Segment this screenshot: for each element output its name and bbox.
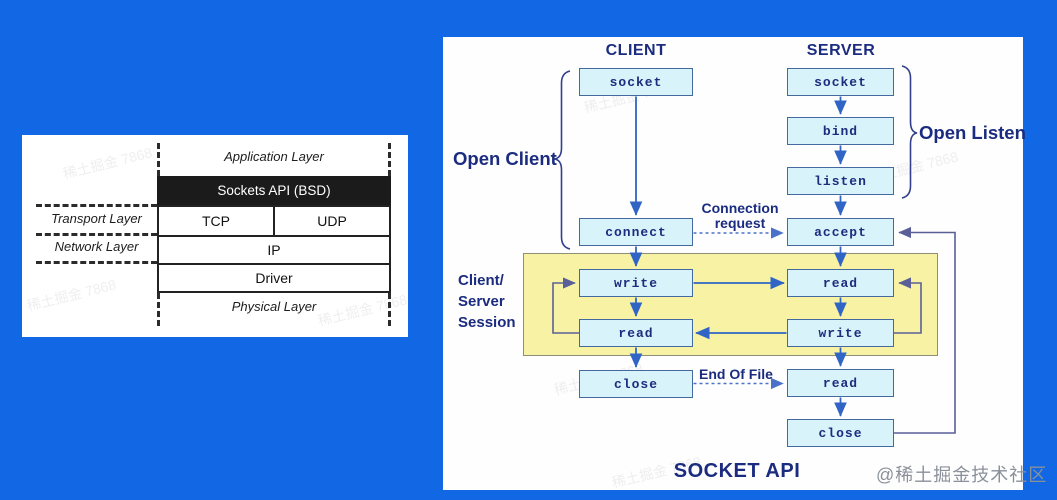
- watermark-tile: 稀土掘金 7868: [25, 276, 118, 314]
- server-write-box: write: [787, 319, 894, 347]
- server-listen-box: listen: [787, 167, 894, 195]
- network-row: IP: [159, 237, 389, 265]
- tcp-cell: TCP: [202, 213, 230, 229]
- client-read-box: read: [579, 319, 693, 347]
- server-read-box: read: [787, 269, 894, 297]
- physical-layer-label: Physical Layer: [231, 299, 317, 314]
- transport-row: TCP UDP: [159, 207, 389, 237]
- transport-layer-label: Transport Layer: [51, 211, 142, 226]
- watermark-tile: 稀土掘金 7868: [61, 144, 154, 182]
- client-header: CLIENT: [605, 42, 667, 59]
- stack-dashed-edge: [388, 293, 391, 326]
- client-connect-box: connect: [579, 218, 693, 246]
- server-accept-box: accept: [787, 218, 894, 246]
- brace-shapes: [554, 65, 918, 250]
- main-flow-arrows: [629, 96, 847, 417]
- sockets-api-label: Sockets API (BSD): [217, 183, 331, 198]
- server-read2-box: read: [787, 369, 894, 397]
- open-client-brace: [554, 70, 571, 250]
- stack-dashed-edge: [157, 293, 160, 326]
- session-label: Client/ Server Session: [458, 270, 516, 333]
- dashed-signal-arrows: [693, 227, 784, 390]
- diagram-title: SOCKET API: [673, 460, 801, 482]
- application-layer-label: Application Layer: [224, 149, 324, 164]
- socket-api-panel: 稀土掘金 7868 稀土掘金 7868 稀土掘金 7868 稀土掘金 7868 …: [443, 37, 1026, 491]
- open-listen-brace: [901, 65, 918, 199]
- layer-divider-dashed: [36, 261, 157, 264]
- connection-request-line1: Connection: [701, 200, 779, 216]
- session-line2: Server: [458, 293, 505, 310]
- connection-request-label: Connection request: [680, 201, 800, 231]
- server-bind-box: bind: [787, 117, 894, 145]
- client-close-box: close: [579, 370, 693, 398]
- driver-cell: Driver: [255, 270, 293, 286]
- server-socket-box: socket: [787, 68, 894, 96]
- session-line3: Session: [458, 314, 516, 331]
- server-header: SERVER: [806, 42, 876, 59]
- end-of-file-label: End Of File: [699, 366, 773, 382]
- client-socket-box: socket: [579, 68, 693, 96]
- udp-cell: UDP: [273, 207, 389, 235]
- loop-arrows: [552, 226, 956, 434]
- client-write-box: write: [579, 269, 693, 297]
- watermark-badge: @稀土掘金技术社区: [876, 465, 1048, 485]
- network-layer-label: Network Layer: [54, 239, 139, 254]
- flow-arrows: [552, 65, 956, 434]
- connection-request-line2: request: [714, 215, 766, 231]
- protocol-stack-table: TCP UDP IP Driver: [157, 205, 391, 293]
- open-listen-label: Open Listen: [919, 122, 1026, 143]
- session-line1: Client/: [458, 272, 504, 289]
- ip-cell: IP: [267, 242, 281, 258]
- stack-dashed-edge: [157, 143, 160, 176]
- sockets-api-bar: Sockets API (BSD): [157, 176, 391, 205]
- open-client-label: Open Client: [453, 148, 557, 169]
- server-close-box: close: [787, 419, 894, 447]
- layer-divider-dashed: [36, 204, 157, 207]
- layer-divider-dashed: [36, 233, 157, 236]
- stack-dashed-edge: [388, 143, 391, 176]
- network-stack-panel: 稀土掘金 7868 稀土掘金 7868 稀土掘金 7868 Applicatio…: [22, 135, 409, 337]
- driver-row: Driver: [159, 265, 389, 291]
